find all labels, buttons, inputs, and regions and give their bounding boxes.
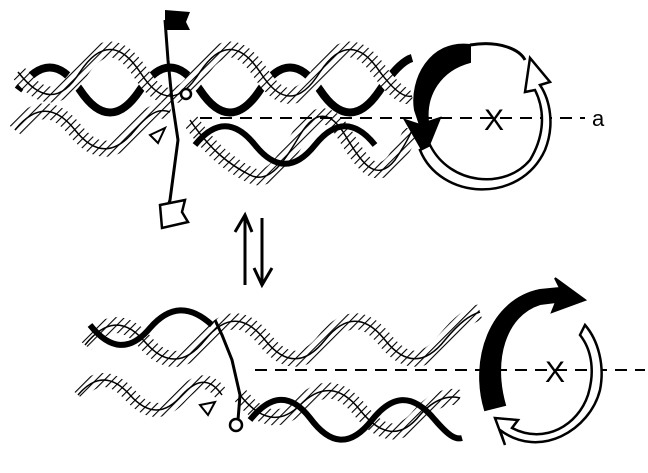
solid-flag-icon <box>165 10 190 30</box>
outline-flag-icon <box>160 200 188 228</box>
curved-arrow-clockwise-icon <box>405 45 470 155</box>
lower-duplex-top-helix <box>85 310 480 359</box>
strand-end-circle <box>181 89 191 99</box>
lower-duplex-bottom-helix <box>78 380 462 440</box>
equilibrium-arrows-icon <box>235 215 272 285</box>
lower-rotation-arrows <box>480 278 601 445</box>
strand-arrowhead-icon <box>150 128 165 143</box>
upper-rotation-arrows <box>405 44 550 190</box>
lower-state-panel: X <box>78 278 645 445</box>
strand-end-circle <box>230 419 242 431</box>
upper-duplex-bottom-helix <box>15 111 412 178</box>
curved-arrow-clockwise-icon <box>480 278 585 410</box>
rotation-center-mark: X <box>545 356 565 389</box>
axis-label: a <box>592 106 605 131</box>
upper-state-panel: a X <box>15 10 605 228</box>
strand-arrowhead-icon <box>200 402 215 415</box>
rotation-center-mark: X <box>484 104 504 137</box>
upper-duplex-top-helix <box>18 50 412 113</box>
